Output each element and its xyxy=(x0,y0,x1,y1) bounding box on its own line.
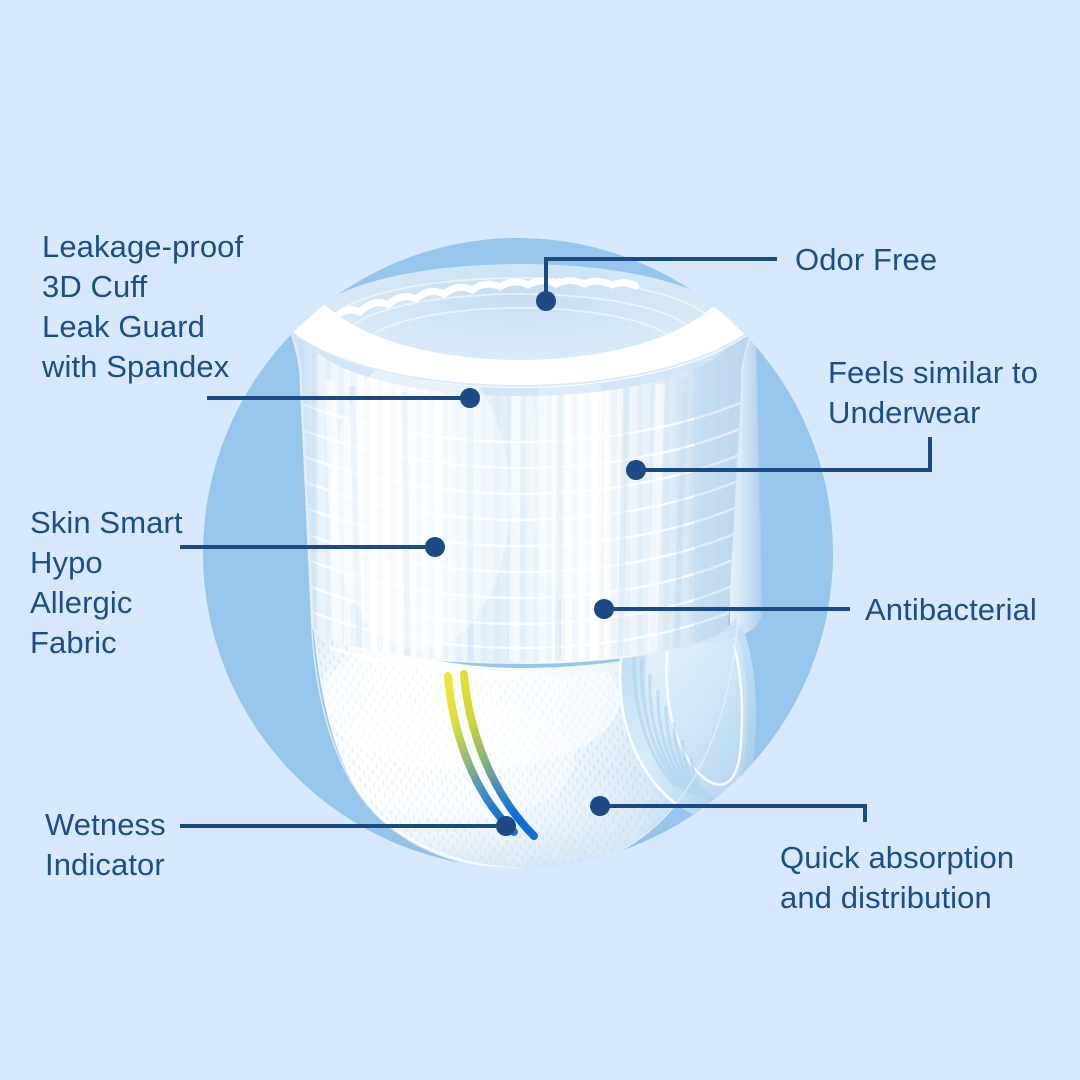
callout-label-antibacterial: Antibacterial xyxy=(865,592,1037,627)
callout-label-feels-similar-to-underwear: Feels similar to Underwear xyxy=(828,355,1039,430)
leg-cuff-ribbing xyxy=(632,647,719,804)
callout-leaders xyxy=(180,257,932,828)
callout-label-wetness-indicator: Wetness Indicator xyxy=(45,807,166,882)
dot-antibacterial xyxy=(594,599,614,619)
callout-label-odor-free: Odor Free xyxy=(795,242,938,277)
wetness-indicator-stripe-2 xyxy=(460,670,538,840)
leader-quick-absorption-and-distribution xyxy=(600,804,867,822)
dot-wetness-indicator xyxy=(496,816,516,836)
dot-odor-free xyxy=(536,291,556,311)
waistband-top-rim xyxy=(290,300,752,388)
inner-contours xyxy=(325,277,715,351)
callout-label-quick-absorption-and-distribution: Quick absorption and distribution xyxy=(780,840,1015,915)
callout-dots xyxy=(425,291,646,836)
dot-leakage-proof-3d-cuff xyxy=(460,388,480,408)
callout-label-leakage-proof-3d-cuff: Leakage-proof 3D Cuff Leak Guard with Sp… xyxy=(42,229,244,384)
leader-odor-free xyxy=(544,257,777,301)
waistband-wavy-edge xyxy=(302,277,640,334)
dot-feels-similar-to-underwear xyxy=(626,460,646,480)
leader-feels-similar-to-underwear xyxy=(636,437,932,472)
waistband-gathers xyxy=(349,377,689,662)
callout-label-skin-smart-hypo-allergic-fabric: Skin Smart Hypo Allergic Fabric xyxy=(30,505,183,660)
dot-quick-absorption-and-distribution xyxy=(590,796,610,816)
dot-skin-smart-hypo-allergic-fabric xyxy=(425,537,445,557)
wetness-indicator-stripe-1 xyxy=(444,672,518,836)
